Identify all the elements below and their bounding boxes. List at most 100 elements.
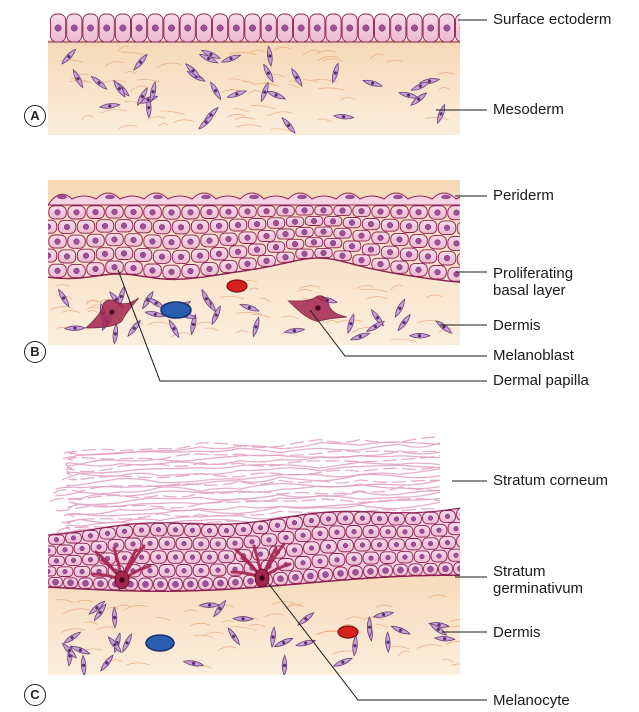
- cell-nucleus: [330, 25, 336, 31]
- cell-nucleus: [416, 209, 422, 215]
- cell-nucleus: [387, 222, 393, 228]
- cell-nucleus: [182, 568, 187, 573]
- cell-nucleus: [258, 525, 263, 530]
- cell-nucleus: [416, 238, 422, 244]
- cell-nucleus: [292, 219, 298, 225]
- cell-nucleus: [454, 210, 460, 216]
- cell-nucleus: [360, 543, 365, 548]
- epidermal-cell: [34, 577, 48, 586]
- cell-nucleus: [347, 25, 353, 31]
- cell-nucleus: [378, 235, 384, 241]
- panel-b-red-vessel: [227, 280, 247, 292]
- cell-nucleus: [74, 210, 80, 216]
- cell-nucleus: [190, 555, 195, 560]
- cell-nucleus: [321, 208, 327, 214]
- periderm-nucleus: [201, 195, 211, 199]
- cell-nucleus: [136, 25, 142, 31]
- cell-nucleus: [301, 561, 306, 566]
- epidermal-cell: [467, 237, 485, 251]
- cell-nucleus: [83, 224, 89, 230]
- cell-nucleus: [45, 253, 51, 259]
- cell-nucleus: [63, 569, 68, 574]
- cell-nucleus: [233, 25, 239, 31]
- cell-nucleus: [386, 555, 391, 560]
- periderm-nucleus: [153, 195, 163, 199]
- cell-nucleus: [383, 568, 389, 574]
- cell-nucleus: [377, 516, 382, 521]
- cell-nucleus: [326, 544, 331, 549]
- cell-nucleus: [444, 255, 450, 261]
- cell-nucleus: [264, 233, 270, 239]
- cell-nucleus: [68, 580, 74, 586]
- cell-nucleus: [36, 209, 42, 215]
- cell-nucleus: [131, 542, 136, 547]
- cell-nucleus: [326, 517, 331, 522]
- cell-nucleus: [55, 268, 61, 274]
- cell-nucleus: [233, 541, 238, 546]
- cell-nucleus: [330, 219, 336, 225]
- cell-nucleus: [445, 540, 450, 545]
- cell-nucleus: [377, 543, 382, 548]
- cell-nucleus: [120, 25, 126, 31]
- cell-nucleus: [406, 252, 412, 258]
- cell-nucleus: [38, 578, 44, 584]
- cell-nucleus: [112, 209, 118, 215]
- cell-nucleus: [314, 25, 320, 31]
- cell-nucleus: [386, 530, 391, 535]
- panel-b: [30, 180, 485, 345]
- cell-nucleus: [444, 25, 450, 31]
- cell-nucleus: [266, 25, 272, 31]
- cell-nucleus: [165, 568, 170, 573]
- cell-nucleus: [207, 528, 212, 533]
- cell-nucleus: [302, 229, 308, 235]
- cell-nucleus: [321, 229, 327, 235]
- panel-b-blue-vessel: [161, 302, 191, 318]
- epidermal-cell: [30, 234, 48, 247]
- label-stratum-germinativum: Stratum germinativum: [493, 563, 583, 597]
- cell-nucleus: [273, 244, 279, 250]
- epidermal-cell: [457, 508, 473, 520]
- panel-c-red-vessel: [338, 626, 358, 638]
- cell-nucleus: [188, 581, 194, 587]
- cell-nucleus: [292, 548, 297, 553]
- cell-nucleus: [80, 569, 85, 574]
- cell-nucleus: [368, 247, 374, 253]
- cell-nucleus: [349, 243, 355, 249]
- cell-nucleus: [473, 566, 479, 572]
- cell-nucleus: [36, 238, 42, 244]
- cell-nucleus: [112, 264, 118, 270]
- cell-nucleus: [36, 266, 42, 272]
- cell-nucleus: [378, 209, 384, 215]
- cell-nucleus: [338, 570, 344, 576]
- epidermal-cell: [30, 206, 48, 219]
- cell-nucleus: [37, 559, 42, 564]
- cell-nucleus: [182, 541, 187, 546]
- cell-nucleus: [352, 529, 357, 534]
- cell-nucleus: [397, 209, 403, 215]
- label-proliferating-line2: basal layer: [493, 282, 573, 299]
- cell-nucleus: [395, 25, 401, 31]
- cell-nucleus: [241, 527, 246, 532]
- cell-nucleus: [158, 581, 164, 587]
- label-dermis-c: Dermis: [493, 624, 541, 641]
- cell-nucleus: [46, 548, 51, 553]
- cell-nucleus: [216, 251, 222, 257]
- cell-nucleus: [278, 576, 284, 582]
- epidermal-cell: [454, 562, 468, 574]
- epidermal-cell: [467, 268, 485, 282]
- cell-nucleus: [173, 555, 178, 560]
- cell-nucleus: [71, 558, 76, 563]
- cell-nucleus: [235, 222, 241, 228]
- cell-nucleus: [55, 239, 61, 245]
- cell-nucleus: [420, 529, 425, 534]
- label-dermis-b: Dermis: [493, 317, 541, 334]
- cell-nucleus: [54, 559, 59, 564]
- cell-nucleus: [74, 268, 80, 274]
- cell-nucleus: [207, 238, 213, 244]
- cell-nucleus: [473, 210, 479, 216]
- cell-nucleus: [159, 254, 165, 260]
- epidermal-cell: [467, 206, 485, 220]
- cell-nucleus: [406, 223, 412, 229]
- cell-nucleus: [462, 512, 467, 517]
- cell-nucleus: [437, 528, 442, 533]
